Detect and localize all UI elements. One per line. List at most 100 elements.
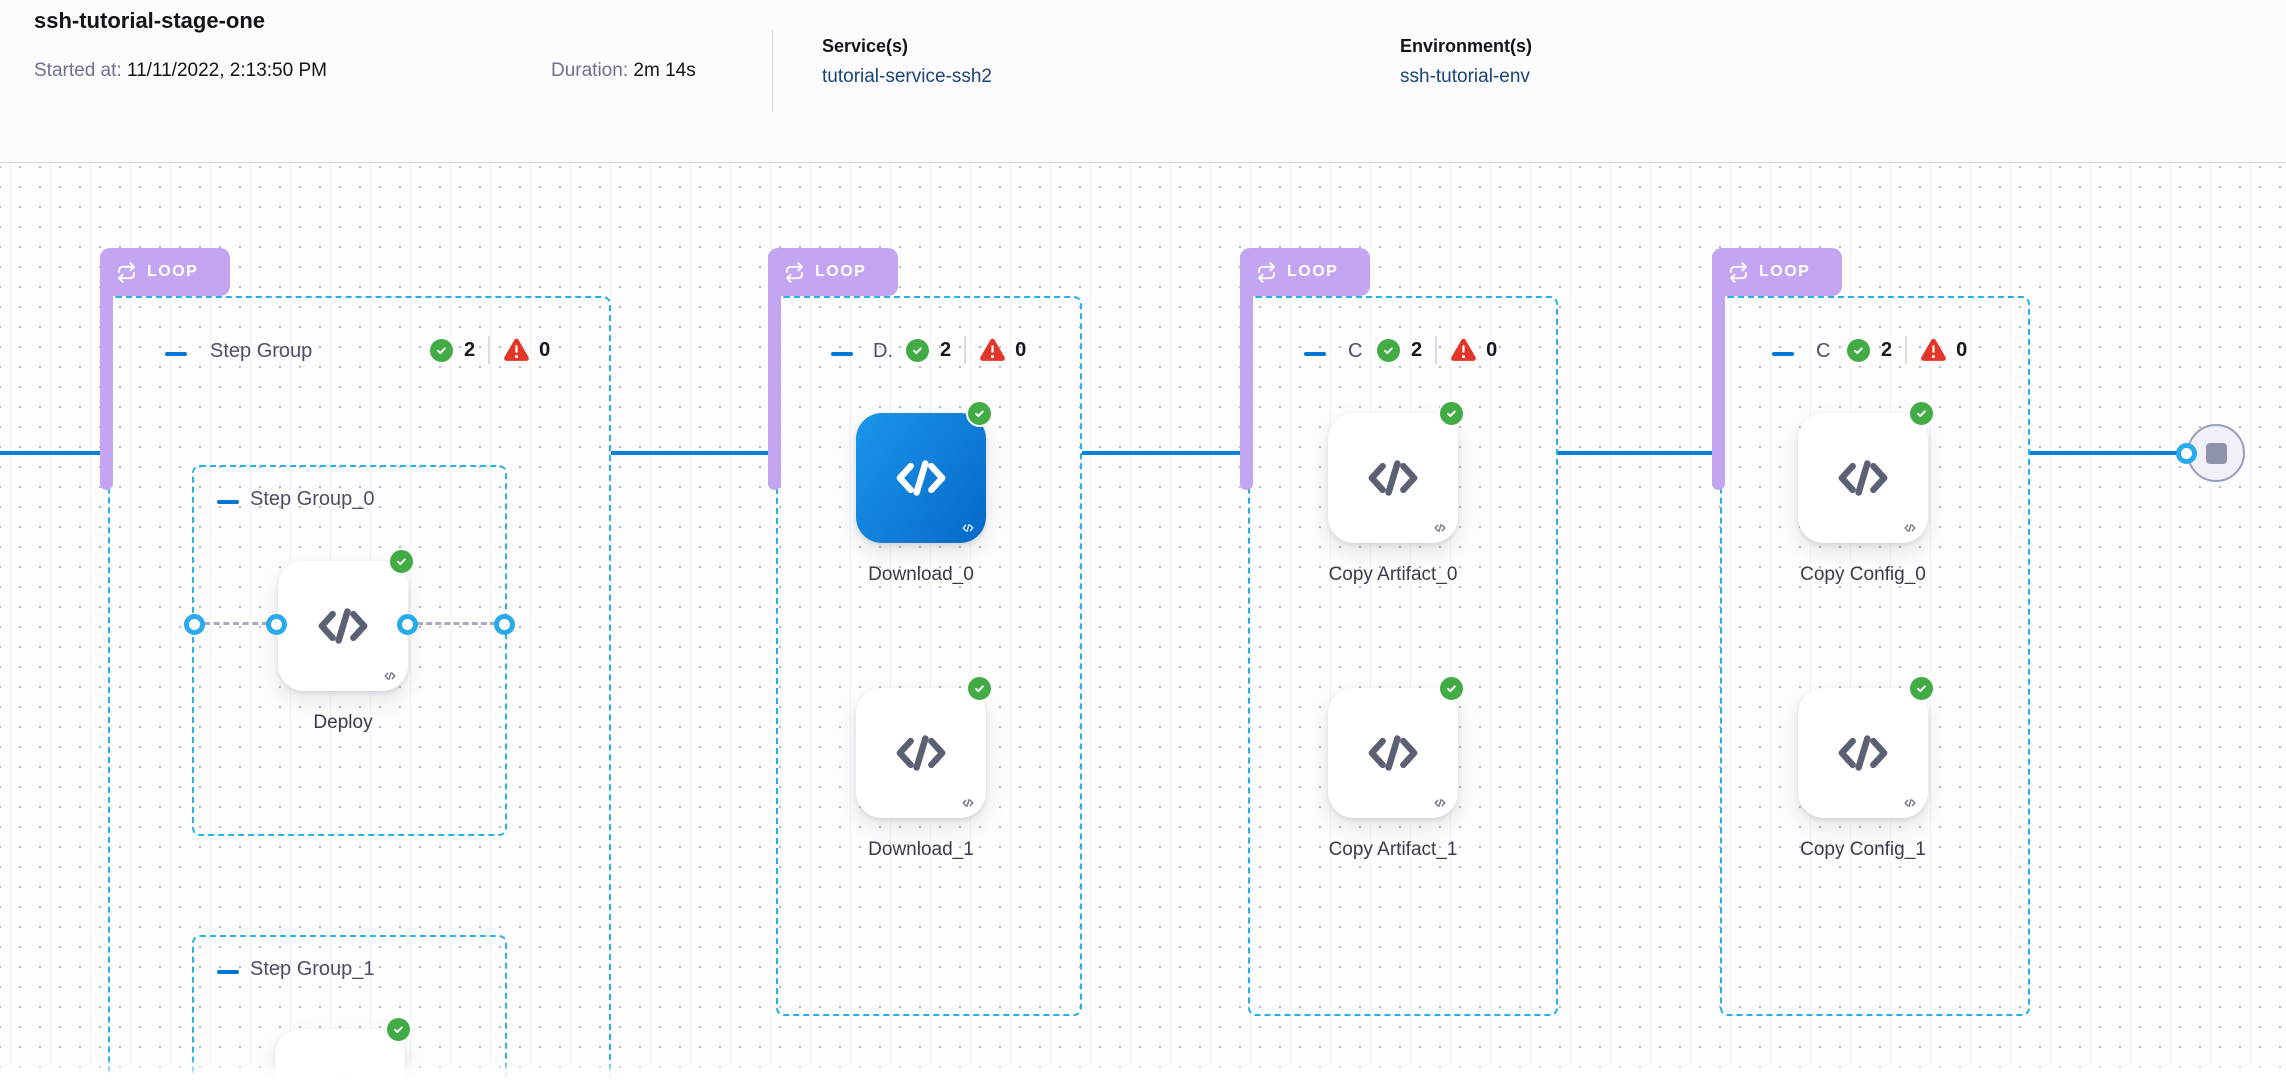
connector-stub (204, 622, 268, 625)
step-card[interactable] (1798, 675, 1935, 818)
code-mini-icon (961, 521, 975, 535)
loop-badge-label: LOOP (1759, 263, 1811, 280)
collapse-minus-icon[interactable] (1304, 352, 1326, 356)
step-node[interactable]: Copy Config_0 (1753, 400, 1973, 586)
step-node[interactable]: Deploy (233, 548, 453, 734)
pipeline-connector (611, 451, 778, 455)
failed-count-icon (979, 338, 1006, 363)
connector-anchor[interactable] (494, 614, 515, 635)
step-node[interactable]: Copy Config_1 (1753, 675, 1973, 861)
environment-link[interactable]: ssh-tutorial-env (1400, 66, 1530, 87)
stage-title: ssh-tutorial-stage-one (34, 8, 266, 33)
step-node[interactable]: Copy Artifact_1 (1283, 675, 1503, 861)
code-icon (890, 447, 952, 509)
failed-count-icon (503, 338, 530, 363)
loop-icon (116, 262, 137, 283)
loop-ribbon (1712, 253, 1725, 490)
count-divider (488, 336, 491, 364)
pipeline-end-node[interactable] (2187, 424, 2245, 482)
step-node[interactable]: Download_0 (811, 400, 1031, 586)
duration-value: 2m 14s (633, 60, 696, 81)
step-label: Copy Config_1 (1800, 839, 1926, 860)
inner-group-title: Step Group_1 (250, 958, 375, 980)
step-label: Copy Artifact_1 (1328, 839, 1458, 860)
loop-badge-label: LOOP (815, 263, 867, 280)
success-status-icon (1438, 675, 1465, 702)
connector-anchor[interactable] (184, 614, 205, 635)
group-title: C (1348, 340, 1363, 362)
success-status-icon (1908, 675, 1935, 702)
group-title: Step Group (210, 340, 313, 362)
success-count-icon (1375, 336, 1402, 364)
loop-badge: LOOP (1240, 248, 1370, 296)
step-label: Copy Artifact_0 (1328, 564, 1458, 585)
group-title: C (1816, 340, 1831, 362)
success-count-icon (428, 336, 455, 364)
inner-step-group[interactable]: Step Group_1 (192, 935, 507, 1082)
started-at-label: Started at: (34, 60, 122, 81)
step-card[interactable] (1328, 400, 1465, 543)
step-card[interactable] (1798, 400, 1935, 543)
connector-anchor[interactable] (266, 614, 287, 635)
loop-badge-label: LOOP (147, 263, 199, 280)
loop-badge-label: LOOP (1287, 263, 1339, 280)
code-icon (890, 722, 952, 784)
step-card[interactable] (1328, 675, 1465, 818)
step-card-deploy[interactable] (278, 548, 415, 691)
failed-count: 0 (1015, 338, 1027, 361)
duration: Duration: 2m 14s (551, 60, 696, 82)
failed-count: 0 (1956, 338, 1968, 361)
inner-step-group[interactable]: Step Group_0 Deploy (184, 465, 515, 836)
step-node[interactable]: Download_1 (811, 675, 1031, 861)
code-mini-icon (1433, 796, 1447, 810)
connector-anchor[interactable] (2176, 443, 2197, 464)
success-status-icon (966, 400, 993, 427)
step-card-selected[interactable] (856, 400, 993, 543)
step-group-matrix[interactable]: Step Group 2 0 Step Group_0 Deploy (108, 296, 611, 1082)
collapse-minus-icon[interactable] (165, 352, 187, 356)
success-count: 2 (940, 338, 952, 361)
success-status-icon (385, 1016, 412, 1043)
count-divider (1905, 336, 1908, 364)
failed-count: 0 (1486, 338, 1498, 361)
collapse-minus-icon[interactable] (1772, 352, 1794, 356)
success-status-icon (388, 548, 415, 575)
step-group-matrix[interactable]: C 2 0 Copy Artifact_0 Copy Artifact_1 (1248, 296, 1558, 1016)
count-divider (1435, 336, 1438, 364)
environments-block: Environment(s) ssh-tutorial-env (1400, 36, 1532, 88)
collapse-minus-icon[interactable] (217, 500, 239, 504)
code-mini-icon (1903, 521, 1917, 535)
collapse-minus-icon[interactable] (831, 352, 853, 356)
service-link[interactable]: tutorial-service-ssh2 (822, 66, 992, 87)
loop-ribbon (768, 253, 781, 490)
success-count: 2 (1881, 338, 1893, 361)
collapse-minus-icon[interactable] (217, 970, 239, 974)
services-label: Service(s) (822, 36, 909, 56)
code-icon (1362, 722, 1424, 784)
header-divider (772, 30, 773, 112)
step-label: Copy Config_0 (1800, 564, 1926, 585)
step-node[interactable]: Copy Artifact_0 (1283, 400, 1503, 586)
loop-badge: LOOP (768, 248, 898, 296)
connector-anchor[interactable] (397, 614, 418, 635)
environments-label: Environment(s) (1400, 36, 1533, 56)
count-divider (964, 336, 967, 364)
pipeline-canvas[interactable]: LOOP Step Group 2 0 Step Group_0 Deplo (0, 163, 2286, 1082)
step-label: Deploy (313, 712, 373, 733)
pipeline-connector (2030, 451, 2186, 455)
success-count: 2 (1411, 338, 1423, 361)
step-label: Download_0 (868, 564, 974, 585)
success-status-icon (1908, 400, 1935, 427)
started-at-value: 11/11/2022, 2:13:50 PM (126, 60, 327, 81)
pipeline-connector (1082, 451, 1250, 455)
step-label: Download_1 (868, 839, 974, 860)
step-group-matrix[interactable]: C 2 0 Copy Config_0 Copy Config_1 (1720, 296, 2030, 1016)
step-node[interactable] (230, 1016, 450, 1082)
stop-square-icon (2205, 442, 2227, 464)
step-card[interactable] (275, 1016, 412, 1082)
loop-badge: LOOP (1712, 248, 1842, 296)
loop-ribbon (1240, 253, 1253, 490)
step-group-matrix[interactable]: D. 2 0 Download_0 Download_1 (776, 296, 1082, 1016)
step-card[interactable] (856, 675, 993, 818)
loop-badge: LOOP (100, 248, 230, 296)
